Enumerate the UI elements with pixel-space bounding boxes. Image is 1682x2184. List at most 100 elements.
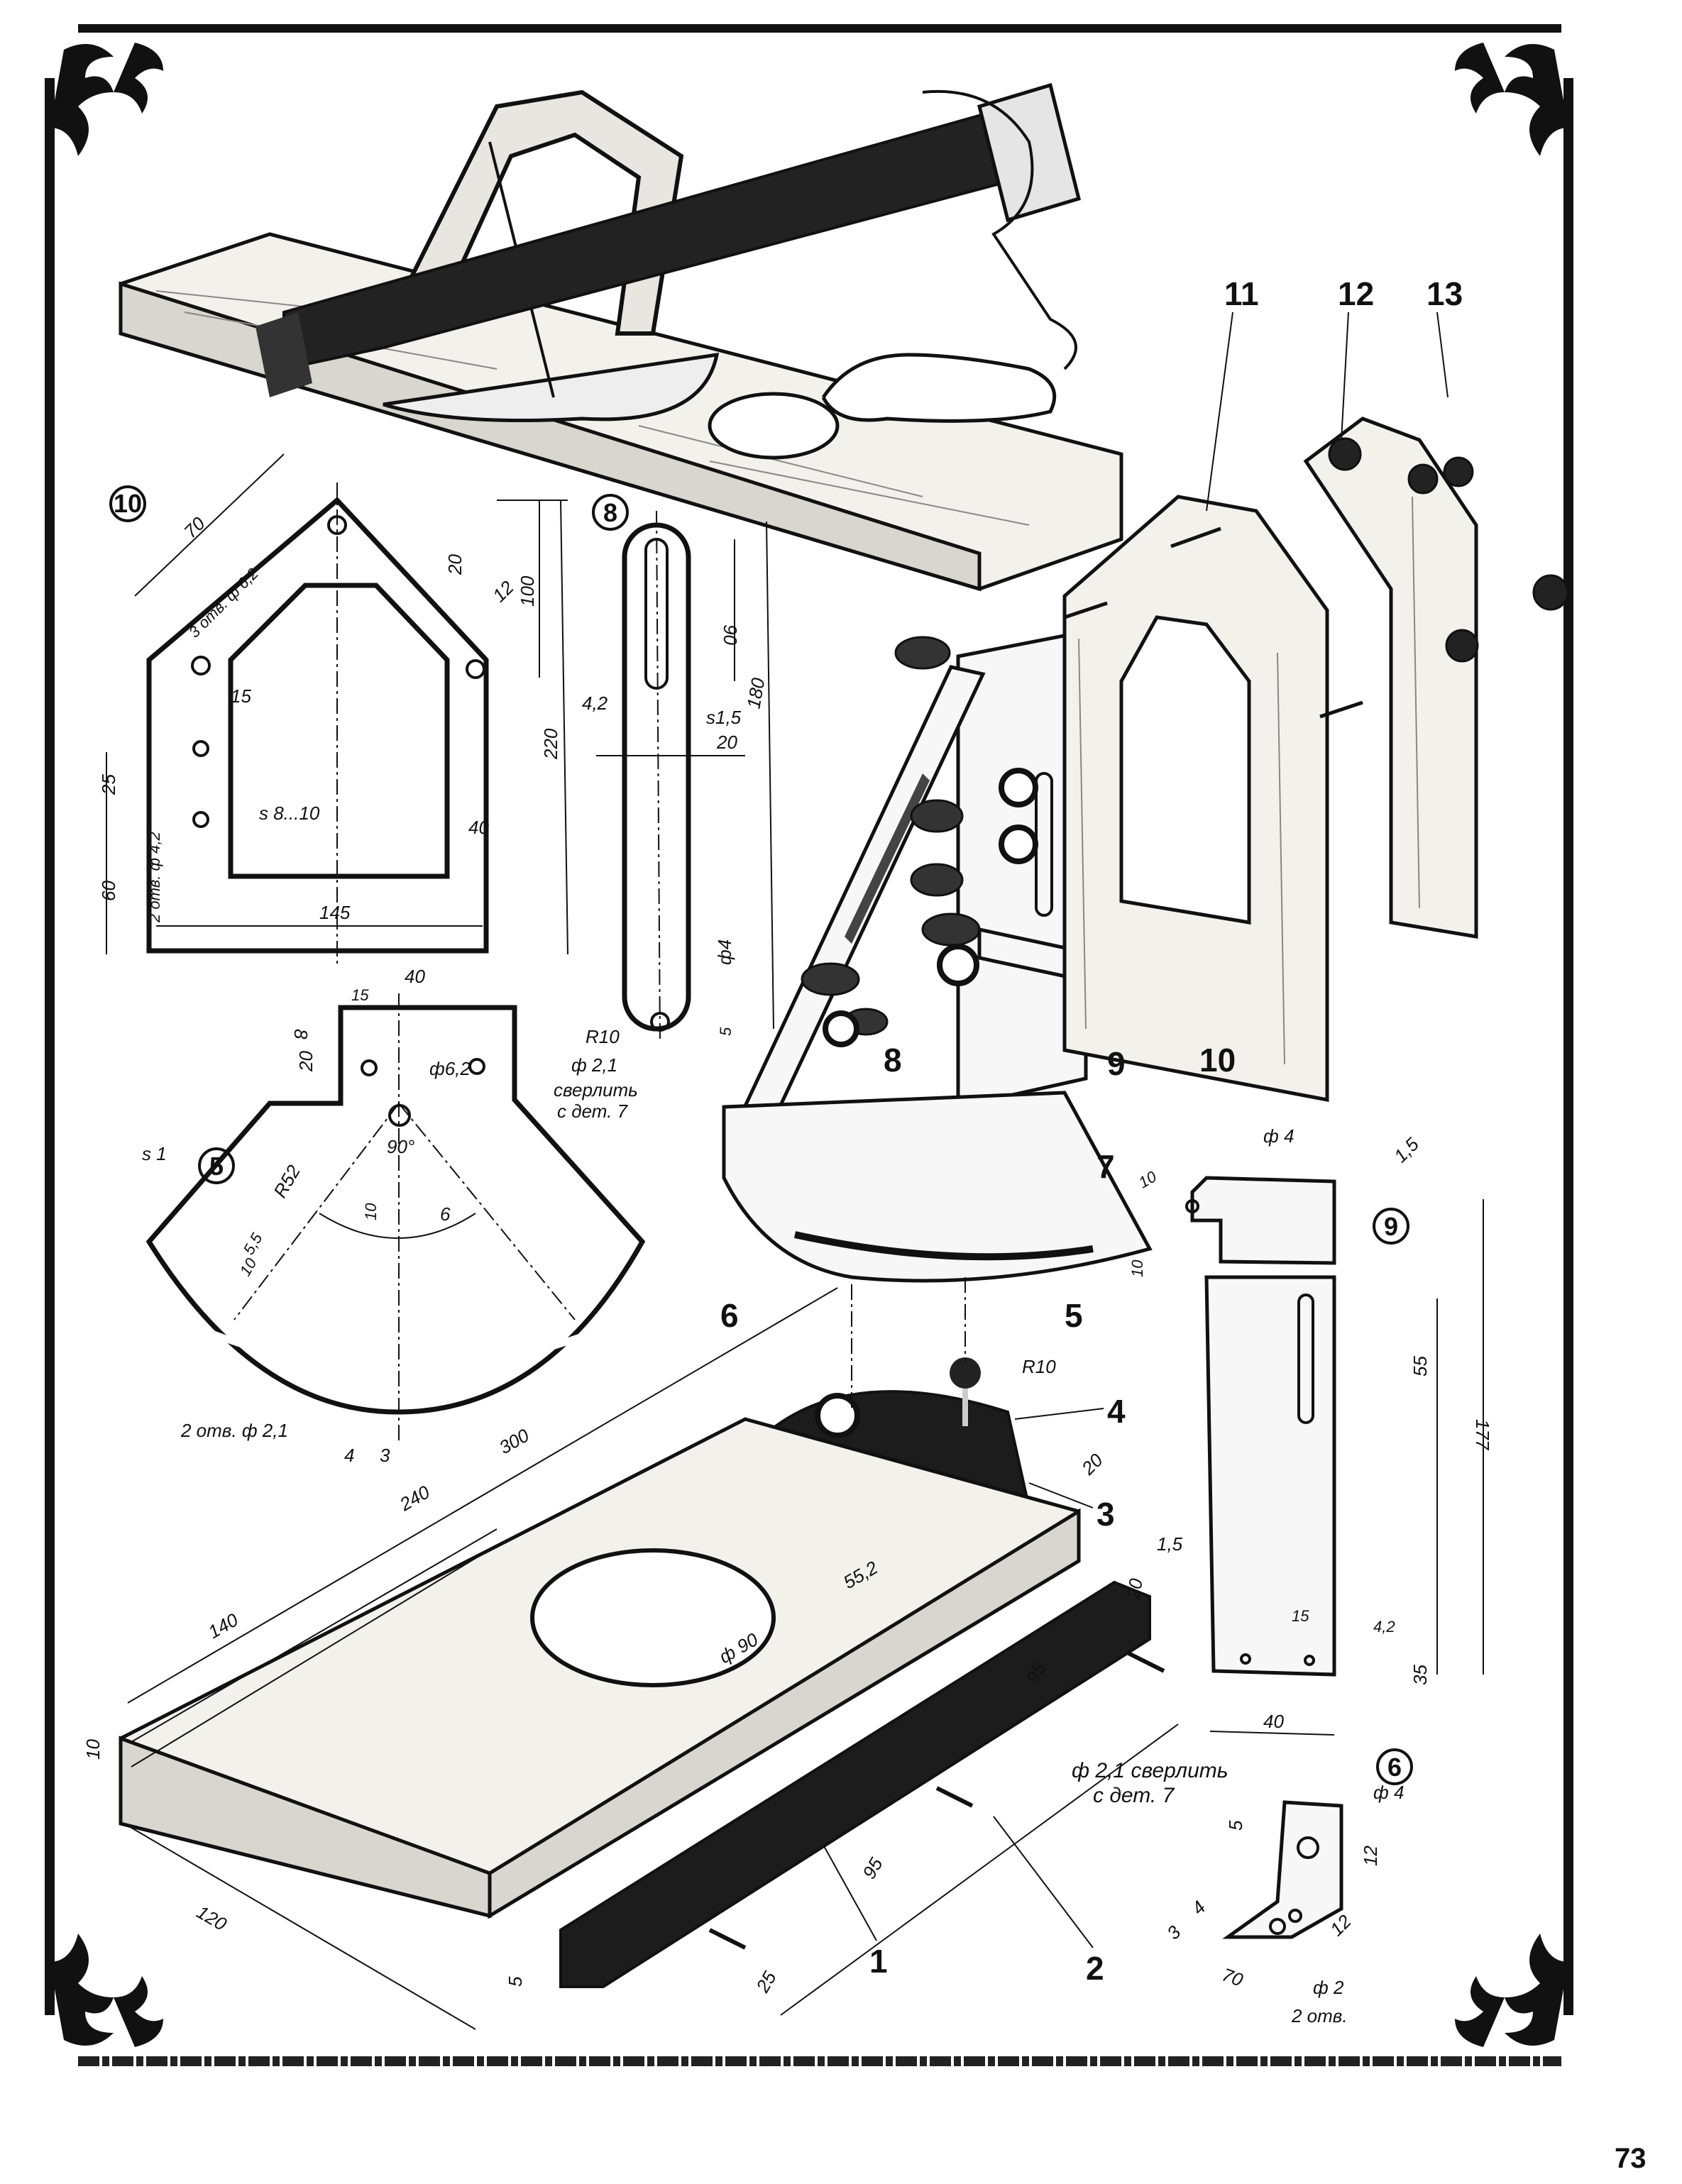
dim-part8-radius: R10: [586, 1026, 620, 1047]
dim-base-140: 140: [204, 1609, 242, 1643]
dim-part6-height: 12: [1360, 1846, 1381, 1866]
part-10-window: [228, 583, 450, 879]
page-frame: [45, 24, 1573, 2066]
callout-3: 3: [1096, 1496, 1115, 1533]
dim-part9-slot-offset: 15: [1292, 1607, 1309, 1625]
hand-on-board: [821, 353, 1057, 423]
dim-part8-length: 180: [742, 676, 769, 710]
dim-part10-side-band: 40: [468, 817, 489, 838]
dim-part10-top-hole: 20: [444, 554, 466, 575]
exploded-base-hole: [530, 1548, 776, 1687]
dim-base-240: 240: [395, 1481, 434, 1515]
dim-part5-drill-note-2: с дет. 7: [557, 1101, 629, 1122]
dim-part5-notch-width: 6: [440, 1203, 451, 1225]
dim-part6-count: 2 отв.: [1291, 2005, 1348, 2026]
dim-part6-hole: ф 4: [1373, 1782, 1404, 1803]
dim-part5-tab-width: 40: [405, 966, 425, 987]
page-number: 73: [1615, 2143, 1647, 2174]
callout-2: 2: [1086, 1950, 1104, 1987]
dim-part5-notch-depth: 10: [362, 1203, 380, 1220]
dim-part9-thickness: 1,5: [1390, 1133, 1423, 1167]
assembled-view-illustration: [119, 82, 1123, 592]
dim-part8-slot-width: 4,2: [582, 693, 608, 714]
corner-ornament-top-left: [50, 43, 163, 156]
dim-part8-hole: ф4: [714, 939, 735, 965]
dim-part5-hole-x2: 3: [380, 1445, 390, 1466]
dim-part9-tab: 10: [1136, 1167, 1160, 1191]
dim-part10-hole-note: 3 отв. ф 6,2: [185, 565, 262, 641]
exploded-base-side-edge: [488, 1508, 1081, 1919]
part-5-drawing: 5 40 15 20 8 ф6,2 ф 2,1 сверлить с дет. …: [142, 966, 646, 1466]
dim-base-20: 20: [1077, 1449, 1107, 1479]
dim-part5-hole-y: 8: [290, 1029, 312, 1039]
dim-part5-angle: 90°: [387, 1136, 414, 1157]
part-10-label: 10: [114, 489, 142, 518]
dim-part9-slot-width: 4,2: [1373, 1618, 1395, 1636]
dim-part5-band: 10: [236, 1254, 260, 1279]
dim-part5-thickness: s 1: [142, 1143, 167, 1164]
part-9-bottom: [1204, 1275, 1336, 1677]
callout-5: 5: [1065, 1297, 1083, 1334]
dim-rail-thickness: 1,5: [1157, 1533, 1183, 1555]
dim-part9-hole: ф 4: [1263, 1125, 1294, 1147]
dim-rail-height: 20: [1122, 1577, 1147, 1601]
assembled-base-edge: [119, 281, 982, 592]
corner-ornament-bottom-left: [50, 1934, 163, 2047]
dim-part10-total-height: 220: [540, 728, 561, 760]
dim-rail-5: 5: [505, 1976, 526, 1987]
dim-part10-left-offset: 15: [231, 685, 251, 707]
dim-part6-d4: 4: [1187, 1897, 1209, 1919]
callout-4: 4: [1107, 1393, 1126, 1430]
screw-icons: [1064, 526, 1363, 719]
dim-part10-bottom-height: 60: [98, 881, 119, 901]
exploded-part-8: [735, 665, 986, 1138]
dim-part10-band: 12: [488, 576, 518, 606]
washer-icons: [823, 768, 1038, 1047]
callout-8: 8: [884, 1042, 902, 1079]
dim-part5-drill-holes: ф 2,1: [571, 1054, 617, 1076]
dim-part6-length: 70: [1219, 1963, 1246, 1990]
dim-part10-bottom-holes: 2 отв. ф 4,2: [145, 832, 163, 923]
dim-part5-radius: R52: [269, 1161, 304, 1201]
dim-part5-holes-note: 2 отв. ф 2,1: [180, 1420, 288, 1441]
dim-part8-width: 20: [716, 732, 737, 753]
dim-part8-thickness: s1,5: [706, 707, 742, 728]
dim-part5-tab-height: 20: [295, 1051, 317, 1072]
assembled-saw-guide-frame: [394, 89, 684, 336]
dim-part6-hole-offset: 5: [1225, 1820, 1246, 1831]
dim-base-thickness: 10: [82, 1739, 104, 1760]
dim-part6-small-holes: ф 2: [1313, 1977, 1344, 1998]
exploded-part-5: [722, 1091, 1153, 1283]
part-6-label: 6: [1387, 1753, 1402, 1782]
part-9-drawing: 9 10 10 ф 4 1,5 177 55 15 4,2 35 40: [1128, 1125, 1493, 1736]
callout-6: 6: [720, 1297, 739, 1334]
dim-part8-hole-offset: 5: [717, 1027, 735, 1036]
dim-base-r10: R10: [1022, 1356, 1056, 1377]
part-9-slot: [1297, 1294, 1314, 1424]
part-10-outline: [146, 497, 489, 954]
exploded-part-2-rail: [559, 1580, 1151, 1988]
assembled-saw-hole: [708, 392, 840, 460]
part-callouts: 1 2 3 4 5 6 7 8 9 10 11 12 13: [720, 275, 1463, 1987]
part-9-top: [1190, 1176, 1336, 1265]
nut-icons: [1328, 437, 1569, 663]
hand-on-saw: [922, 89, 1077, 370]
dim-part8-slot-length: 90: [720, 624, 741, 645]
part-8-label: 8: [603, 498, 617, 527]
corner-ornament-bottom-right: [1455, 1934, 1568, 2047]
washer-icon-base: [815, 1393, 860, 1438]
part-8-drawing: 8 90 4,2 180 s1,5 20 ф4 R10 5: [582, 494, 774, 1047]
callout-1: 1: [869, 1943, 888, 1980]
callout-10: 10: [1199, 1042, 1236, 1079]
dim-part9-width: 40: [1263, 1711, 1284, 1732]
dim-part5-hole-x1: 4: [344, 1445, 354, 1466]
dim-part6-d3: 3: [1162, 1921, 1185, 1943]
wood-screw-icons: [708, 1651, 1165, 1950]
base-drill-note-1: ф 2,1 сверлить: [1072, 1759, 1228, 1782]
dim-part5-pivot-hole: ф6,2: [429, 1058, 471, 1079]
part-6-angle: [1222, 1800, 1343, 1939]
exploded-assembly-illustration: 300 240 140 ф 90 55,2 120 10 1,5 20 R10 …: [82, 417, 1569, 2030]
dim-part5-slot-width: 5,5: [240, 1230, 266, 1258]
exploded-part-10-window: [1119, 615, 1251, 925]
